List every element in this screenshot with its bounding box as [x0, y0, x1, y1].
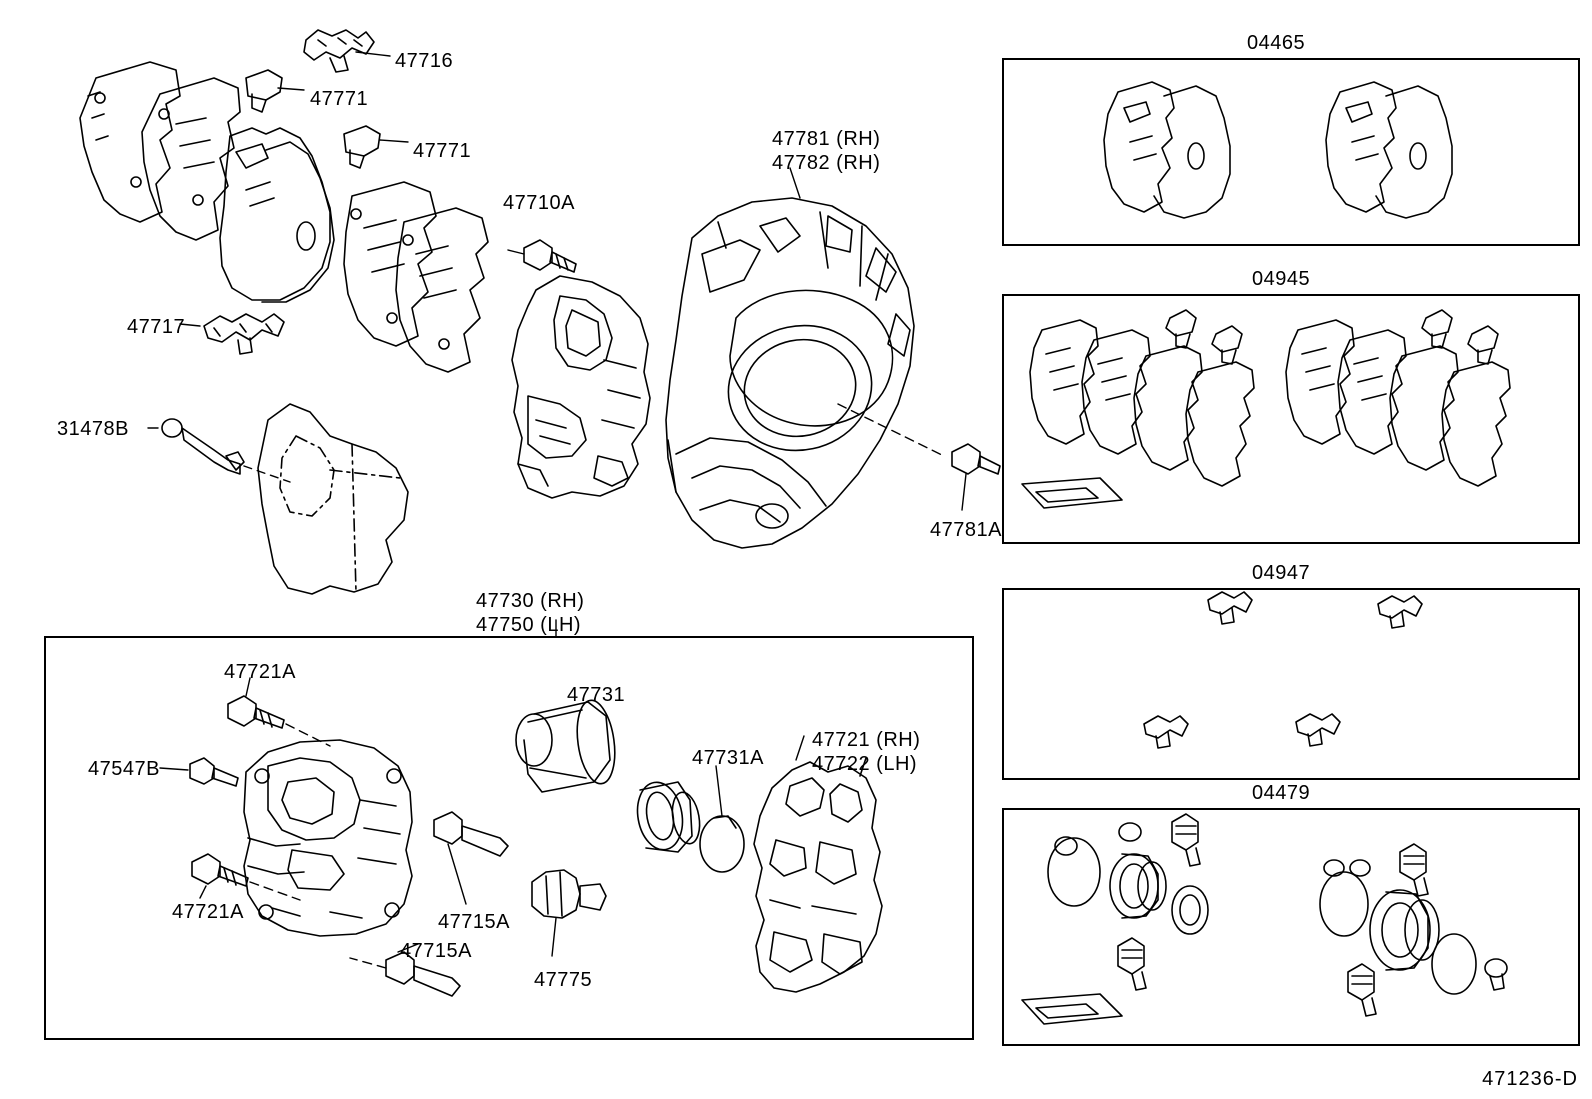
part-label-47547B: 47547B: [88, 758, 160, 780]
part-label-47730-rh: 47730 (RH): [476, 590, 585, 612]
part-label-47710A: 47710A: [503, 192, 575, 214]
kit-box-04479: [1002, 808, 1580, 1046]
part-label-31478B: 31478B: [57, 418, 129, 440]
part-label-47721A-top: 47721A: [224, 661, 296, 683]
kit-label-04465: 04465: [1247, 32, 1306, 54]
part-label-47775: 47775: [534, 969, 593, 991]
part-label-47750-lh: 47750 (LH): [476, 614, 582, 636]
kit-label-04945: 04945: [1252, 268, 1311, 290]
part-label-47715A-right: 47715A: [438, 911, 510, 933]
main-caliper-box: [44, 636, 974, 1040]
part-label-47722-lh: 47722 (LH): [812, 753, 918, 775]
kit-box-04465: [1002, 58, 1580, 246]
part-label-47731: 47731: [567, 684, 626, 706]
diagram-code: 471236-D: [1482, 1068, 1578, 1090]
part-label-47715A-bottom: 47715A: [400, 940, 472, 962]
part-label-47781A: 47781A: [930, 519, 1002, 541]
part-label-47781-rh: 47781 (RH): [772, 128, 881, 150]
part-label-47731A: 47731A: [692, 747, 764, 769]
part-label-47771-upper: 47771: [310, 88, 369, 110]
part-label-47721A-bottom: 47721A: [172, 901, 244, 923]
kit-box-04947: [1002, 588, 1580, 780]
kit-label-04947: 04947: [1252, 562, 1311, 584]
kit-box-04945: [1002, 294, 1580, 544]
part-label-47721-rh: 47721 (RH): [812, 729, 921, 751]
part-label-47717: 47717: [127, 316, 186, 338]
part-label-47771-lower: 47771: [413, 140, 472, 162]
kit-label-04479: 04479: [1252, 782, 1311, 804]
part-label-47716: 47716: [395, 50, 454, 72]
part-label-47782-rh: 47782 (RH): [772, 152, 881, 174]
